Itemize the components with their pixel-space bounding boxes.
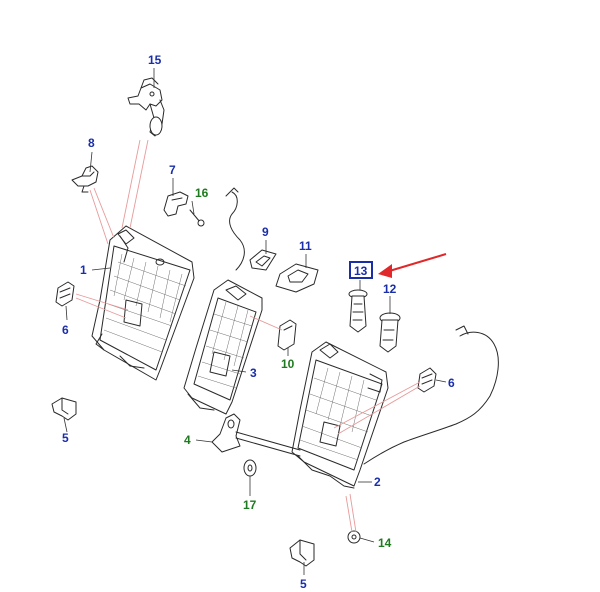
part-17-washer[interactable] [243,459,257,477]
release-cable-right [363,331,499,465]
part-16-bolt[interactable] [189,209,205,227]
part-label-16[interactable]: 16 [195,186,209,200]
part-label-4[interactable]: 4 [184,433,191,447]
part-5-cover-upper[interactable] [51,397,77,421]
leader-lines [63,68,447,575]
part-label-6-left[interactable]: 6 [62,323,69,337]
part-label-11[interactable]: 11 [299,239,312,253]
part-label-15[interactable]: 15 [148,53,162,67]
pivot-rod [235,431,301,457]
part-label-10[interactable]: 10 [281,357,295,371]
part-label-8[interactable]: 8 [88,136,95,150]
part-14-bushing[interactable] [347,530,361,544]
part-label-14[interactable]: 14 [378,536,392,550]
part-label-1[interactable]: 1 [80,263,87,277]
part-6-clip-right[interactable] [417,367,437,393]
part-10-clip[interactable] [277,319,297,351]
part-9-bezel[interactable] [249,249,277,271]
part-5-cover-lower[interactable] [289,539,315,567]
part-1-seatback-frame-left[interactable] [91,225,195,381]
part-15-latch-bracket[interactable] [127,77,165,137]
part-3-seatback-frame-center[interactable] [183,279,263,415]
part-label-17[interactable]: 17 [243,498,257,512]
highlight-box [349,261,373,279]
cable-end [225,187,239,197]
part-13-guide-bushing[interactable] [348,289,368,333]
red-arrow-icon [378,253,447,278]
part-label-3[interactable]: 3 [250,366,257,380]
part-label-6-right[interactable]: 6 [448,376,455,390]
part-2-seatback-frame-right[interactable] [291,341,389,489]
part-4-pivot-bracket[interactable] [211,413,241,453]
release-cable-left [229,191,245,271]
part-labels: 15 8 7 16 9 11 13 12 1 6 10 3 6 5 4 2 17… [62,53,455,591]
part-11-escutcheon[interactable] [275,263,319,293]
part-label-7[interactable]: 7 [169,163,176,177]
part-8-hook[interactable] [71,165,99,193]
part-label-5-lower[interactable]: 5 [300,577,307,591]
part-label-9[interactable]: 9 [262,225,269,239]
part-label-2[interactable]: 2 [374,475,381,489]
cable-end-right [455,325,469,335]
part-12-headrest-guide[interactable] [379,312,401,353]
reference-leaders-red [75,139,421,533]
part-7-bracket[interactable] [163,191,189,217]
part-label-5-upper[interactable]: 5 [62,431,69,445]
part-6-clip-left[interactable] [55,281,75,307]
part-label-13[interactable]: 13 [354,264,368,278]
part-label-12[interactable]: 12 [383,282,397,296]
